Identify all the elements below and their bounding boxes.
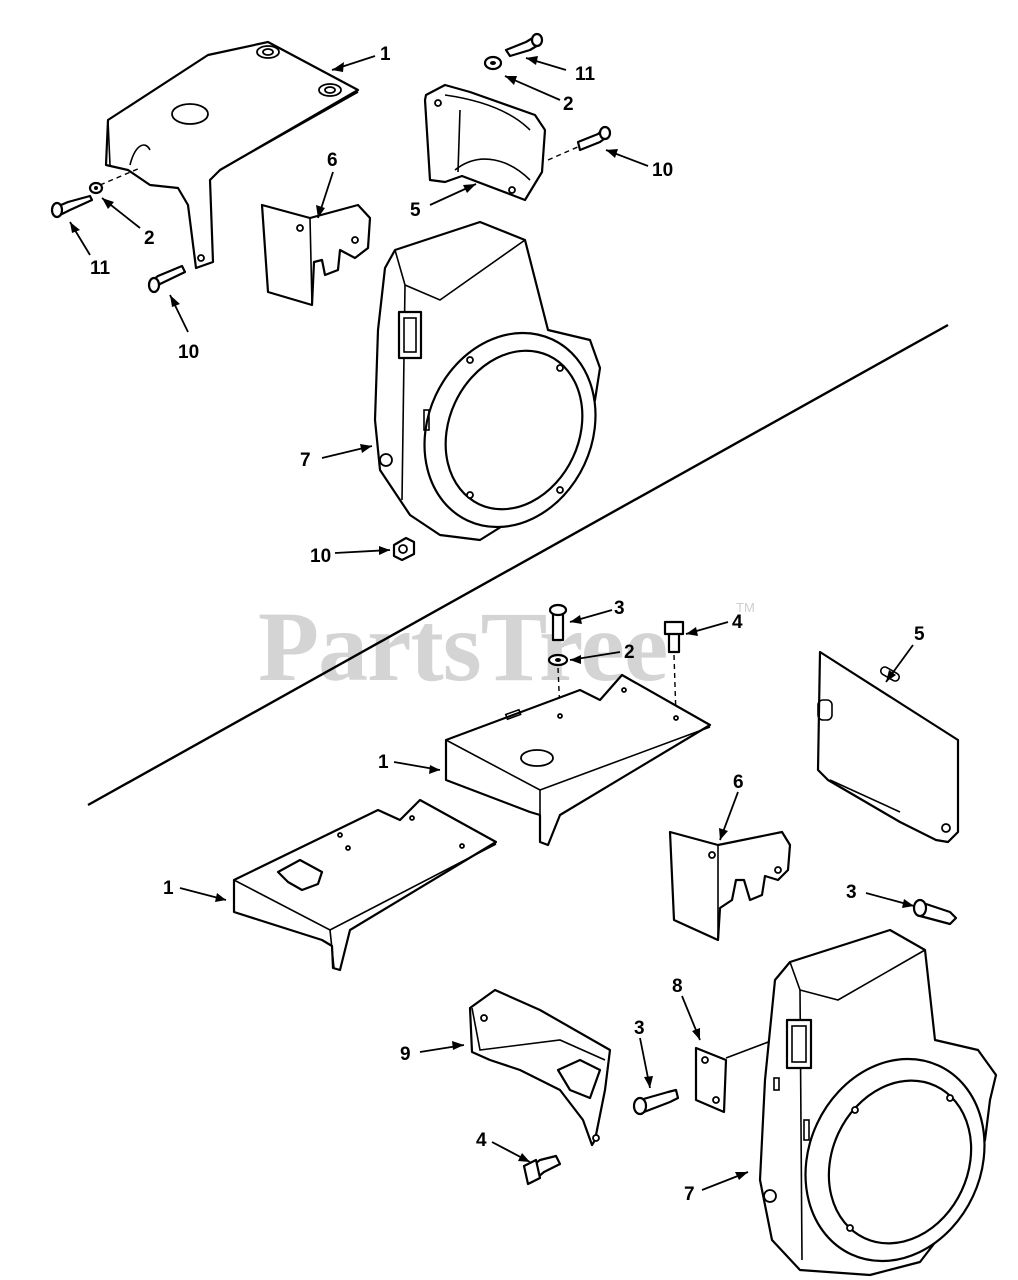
- washer-2-top-left: [88, 181, 104, 195]
- callout-2: 2: [144, 228, 155, 249]
- screw-10-top-left: [147, 264, 187, 294]
- part-1-bottom-lower-bracket: [232, 798, 498, 972]
- callout-11: 11: [90, 258, 111, 279]
- callout-10: 10: [178, 342, 199, 363]
- screw-3-lower: [632, 1088, 680, 1116]
- callout-9: 9: [400, 1044, 411, 1065]
- leader-arrow: [429, 765, 440, 774]
- leader-arrow: [644, 1076, 653, 1088]
- leader-arrow: [379, 546, 390, 555]
- assembly-line: [673, 654, 677, 717]
- section-divider: [87, 323, 949, 807]
- part-8-spacer-plate: [694, 1046, 728, 1114]
- leader-arrow: [570, 615, 582, 624]
- callout-5: 5: [914, 624, 925, 645]
- leader-arrow: [102, 198, 114, 209]
- part-9-air-guide: [468, 988, 612, 1147]
- callout-3: 3: [846, 882, 857, 903]
- leader-arrow: [463, 184, 476, 193]
- leader-arrow: [170, 295, 180, 307]
- washer-2-top-right: [483, 55, 503, 71]
- washer-2-bottom: [547, 653, 569, 667]
- leader-arrow: [332, 62, 344, 72]
- screw-3-right: [912, 898, 958, 926]
- leader-arrow: [360, 444, 372, 453]
- watermark-text: PartsTree: [258, 591, 667, 702]
- callout-10: 10: [652, 160, 673, 181]
- leader-arrow: [526, 56, 538, 65]
- screw-4-lower: [522, 1154, 562, 1186]
- callout-4: 4: [476, 1130, 487, 1151]
- leader-arrow: [686, 627, 698, 636]
- callout-5: 5: [410, 200, 421, 221]
- part-5-bottom-plate: [816, 650, 960, 844]
- callout-6: 6: [327, 150, 338, 171]
- callout-10: 10: [310, 546, 331, 567]
- leader-arrow: [518, 1153, 530, 1162]
- part-7-top-blower-housing: [373, 220, 602, 542]
- watermark: PartsTree TM: [258, 591, 755, 702]
- leader-arrow: [505, 76, 517, 85]
- part-5-top-air-guide: [423, 83, 547, 202]
- screw-3-vertical: [548, 603, 568, 642]
- leader-arrow: [735, 1172, 748, 1180]
- callout-1: 1: [378, 752, 389, 773]
- part-6-top-baffle: [260, 203, 372, 307]
- callout-1: 1: [380, 44, 391, 65]
- leader-arrow: [902, 899, 914, 908]
- callout-2: 2: [563, 94, 574, 115]
- screw-10-top-right: [576, 125, 612, 152]
- screw-11-top-left: [50, 194, 94, 219]
- callout-4: 4: [732, 612, 743, 633]
- callout-11: 11: [575, 64, 596, 85]
- screw-10-top-bottom: [392, 536, 416, 562]
- leader-arrow: [606, 149, 618, 158]
- callout-7: 7: [684, 1184, 695, 1205]
- assembly-line: [547, 145, 581, 161]
- leader-arrow: [215, 893, 226, 902]
- part-6-bottom-baffle: [668, 830, 792, 942]
- leader-arrow: [70, 222, 80, 233]
- screw-11-top-right: [504, 32, 544, 58]
- callout-2: 2: [624, 642, 635, 663]
- part-1-bottom-upper-bracket: [444, 673, 712, 847]
- callout-6: 6: [733, 772, 744, 793]
- leader-arrow: [692, 1028, 700, 1040]
- part-1-top-bracket: [104, 40, 360, 270]
- leader-arrow: [570, 655, 581, 664]
- screw-4-vertical: [663, 620, 685, 654]
- part-7-bottom-blower-housing: [758, 928, 998, 1277]
- leader-arrow: [719, 828, 728, 840]
- leader-arrow: [452, 1041, 464, 1050]
- callout-7: 7: [300, 450, 311, 471]
- callout-1: 1: [163, 878, 174, 899]
- callout-3: 3: [634, 1018, 645, 1039]
- watermark-trademark: TM: [736, 600, 755, 615]
- assembly-line: [99, 167, 141, 186]
- callout-8: 8: [672, 976, 683, 997]
- leader-arrow: [886, 670, 896, 682]
- callout-3: 3: [614, 598, 625, 619]
- leader-arrow: [316, 205, 325, 218]
